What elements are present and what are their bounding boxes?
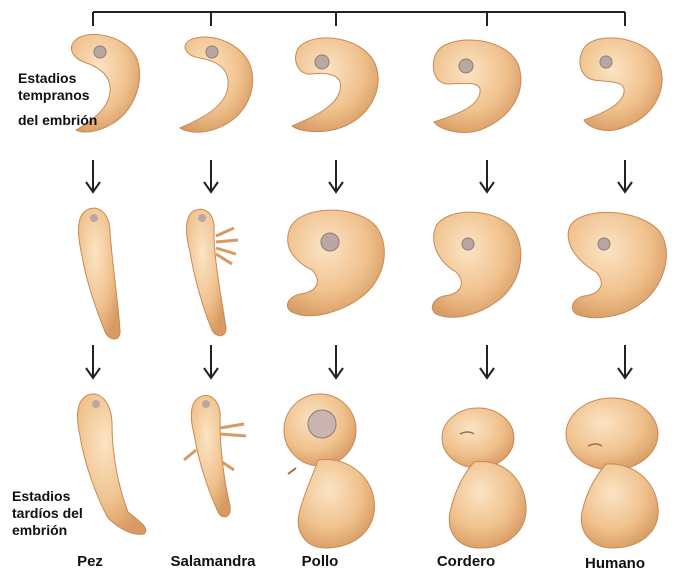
early-embryo-salamandra: [180, 37, 253, 132]
species-label-humano: Humano: [585, 555, 645, 572]
mid-embryo-pollo: [287, 210, 384, 316]
eye-icon: [315, 55, 329, 69]
eye-icon: [206, 46, 218, 58]
species-label-pez: Pez: [77, 553, 103, 570]
early-stage-label: Estadios tempranos del embrión: [18, 70, 97, 129]
down-arrow-icon: [618, 345, 632, 378]
eye-icon: [459, 59, 473, 73]
early-label-line-1: Estadios: [18, 70, 97, 87]
late-label-line-3: embrión: [12, 522, 83, 539]
arrows-mid-to-late: [86, 345, 632, 378]
late-label-line-2: tardíos del: [12, 505, 83, 522]
mid-embryo-cordero: [432, 212, 521, 317]
early-embryo-humano: [580, 38, 662, 131]
late-embryo-pez: [78, 394, 146, 534]
early-embryo-pollo: [292, 38, 378, 132]
down-arrow-icon: [480, 160, 494, 192]
early-label-line-3: del embrión: [18, 112, 97, 129]
mid-embryo-salamandra: [187, 209, 239, 336]
arrows-early-to-mid: [86, 160, 632, 192]
late-embryo-humano: [566, 398, 658, 548]
late-stage-label: Estadios tardíos del embrión: [12, 488, 83, 539]
species-label-cordero: Cordero: [437, 553, 495, 570]
eye-icon: [94, 46, 106, 58]
down-arrow-icon: [204, 345, 218, 378]
down-arrow-icon: [329, 160, 343, 192]
late-label-line-1: Estadios: [12, 488, 83, 505]
mid-embryo-pez: [79, 208, 121, 339]
eye-icon: [600, 56, 612, 68]
down-arrow-icon: [480, 345, 494, 378]
down-arrow-icon: [86, 345, 100, 378]
species-label-pollo: Pollo: [302, 553, 339, 570]
late-embryo-cordero: [442, 408, 526, 548]
early-embryo-cordero: [433, 40, 521, 132]
early-label-line-2: tempranos: [18, 87, 97, 104]
top-bracket: [93, 12, 625, 26]
down-arrow-icon: [86, 160, 100, 192]
species-label-salamandra: Salamandra: [170, 553, 255, 570]
mid-embryo-humano: [568, 212, 666, 317]
down-arrow-icon: [204, 160, 218, 192]
down-arrow-icon: [618, 160, 632, 192]
late-embryo-pollo: [284, 394, 374, 548]
late-embryo-salamandra: [184, 395, 246, 516]
down-arrow-icon: [329, 345, 343, 378]
